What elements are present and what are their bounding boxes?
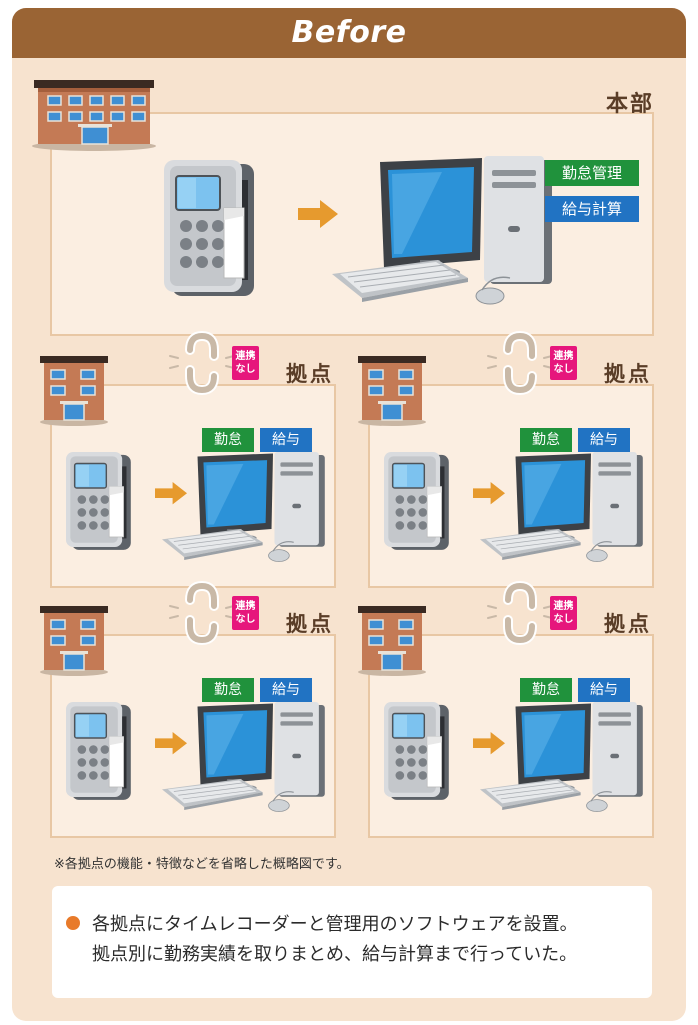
broken-chain-icon-2 <box>488 336 552 390</box>
site1-attendance-tag: 勤怠 <box>202 428 254 452</box>
site2-computer-icon <box>479 451 644 563</box>
no-link-badge-2: 連携なし <box>550 346 577 380</box>
site3-label: 拠点 <box>286 612 334 636</box>
summary-box <box>52 886 652 998</box>
site3-arrow-icon <box>155 732 187 755</box>
header-title: Before <box>291 15 407 50</box>
no-link-badge-4: 連携なし <box>550 596 577 630</box>
site3-payroll-tag: 給与 <box>260 678 312 702</box>
site1-time-recorder-icon <box>65 451 132 551</box>
site4-building-icon <box>357 605 427 677</box>
hq-computer-icon <box>331 155 553 305</box>
hq-attendance-tag: 勤怠管理 <box>545 160 639 186</box>
site1-label: 拠点 <box>286 362 334 386</box>
site2-payroll-tag: 給与 <box>578 428 630 452</box>
site4-attendance-tag: 勤怠 <box>520 678 572 702</box>
hq-time-recorder-icon <box>163 159 255 297</box>
no-link-badge-1: 連携なし <box>232 346 259 380</box>
no-link-line2: なし <box>553 614 574 625</box>
site2-building-icon <box>357 355 427 427</box>
site1-arrow-icon <box>155 482 187 505</box>
site4-arrow-icon <box>473 732 505 755</box>
site4-time-recorder-icon <box>383 701 450 801</box>
footnote: ※各拠点の機能・特徴などを省略した概略図です。 <box>54 857 350 872</box>
summary-line-2: 拠点別に勤務実績を取りまとめ、給与計算まで行っていた。 <box>92 944 578 965</box>
hq-arrow-icon <box>298 200 338 228</box>
site2-time-recorder-icon <box>383 451 450 551</box>
no-link-badge-3: 連携なし <box>232 596 259 630</box>
no-link-line2: なし <box>553 364 574 375</box>
site3-computer-icon <box>161 701 326 813</box>
broken-chain-icon-1 <box>170 336 234 390</box>
no-link-line1: 連携 <box>235 601 256 612</box>
site3-time-recorder-icon <box>65 701 132 801</box>
no-link-line2: なし <box>235 364 256 375</box>
site1-building-icon <box>39 355 109 427</box>
no-link-line2: なし <box>235 614 256 625</box>
hq-label: 本部 <box>606 92 655 117</box>
bullet-icon <box>66 916 80 930</box>
site1-payroll-tag: 給与 <box>260 428 312 452</box>
site4-payroll-tag: 給与 <box>578 678 630 702</box>
site3-building-icon <box>39 605 109 677</box>
header-bar <box>12 8 686 58</box>
site2-attendance-tag: 勤怠 <box>520 428 572 452</box>
summary-line-1: 各拠点にタイムレコーダーと管理用のソフトウェアを設置。 <box>92 914 578 935</box>
no-link-line1: 連携 <box>553 351 574 362</box>
site4-computer-icon <box>479 701 644 813</box>
site1-computer-icon <box>161 451 326 563</box>
broken-chain-icon-4 <box>488 586 552 640</box>
hq-payroll-tag: 給与計算 <box>545 196 639 222</box>
no-link-line1: 連携 <box>553 601 574 612</box>
site3-attendance-tag: 勤怠 <box>202 678 254 702</box>
site2-arrow-icon <box>473 482 505 505</box>
hq-building-icon <box>31 79 157 152</box>
hq-panel <box>50 112 654 336</box>
site4-label: 拠点 <box>604 612 652 636</box>
no-link-line1: 連携 <box>235 351 256 362</box>
site2-label: 拠点 <box>604 362 652 386</box>
broken-chain-icon-3 <box>170 586 234 640</box>
